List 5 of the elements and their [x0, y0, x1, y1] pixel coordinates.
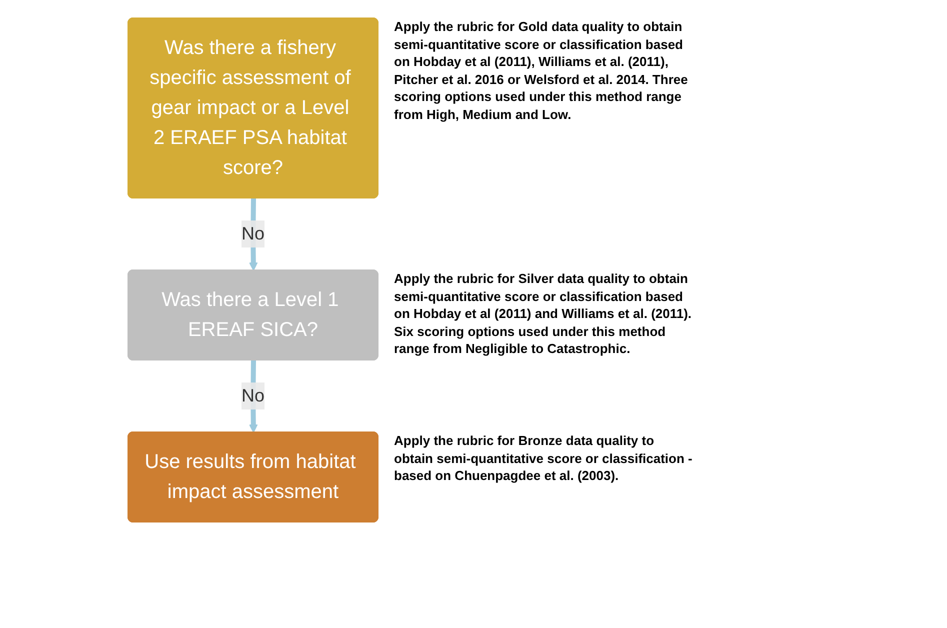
- note-text: Apply the rubric for Bronze data quality to obtain semi-quantitative score or classification - based on Chuenpagdee et al. (2003).: [394, 432, 694, 485]
- note-text: Apply the rubric for Gold data quality to obtain semi-quantitative score or classification based on Hobday et al (2011), Williams et al. (2011), Pitcher et al. 2016 or Welsford et al. 2014. Three scoring options used under this method range from High, Medium and Low.: [394, 18, 689, 124]
- edge-label: No: [241, 386, 265, 406]
- note-text: Apply the rubric for Silver data quality to obtain semi-quantitative score or classification based on Hobday et al (2011) and Williams et al. (2011). Six scoring options used under this method range from Negligible to Catastrophic.: [394, 270, 693, 358]
- edge-label: No: [241, 224, 265, 244]
